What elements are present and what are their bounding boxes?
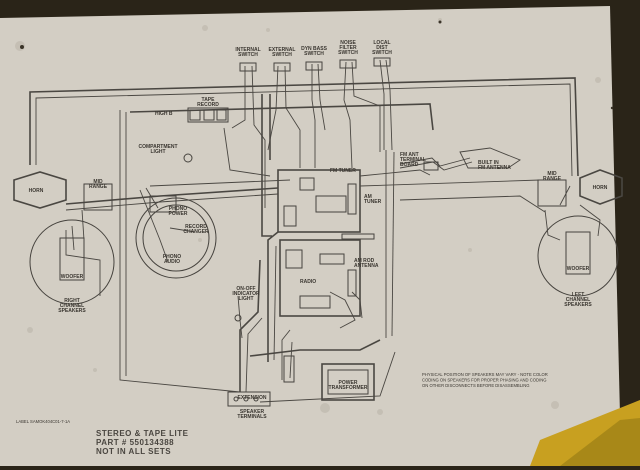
paper-stains: [15, 18, 601, 415]
horn-right-label: HORN: [593, 185, 608, 191]
extension-speaker-terminals: [227, 391, 271, 407]
on-off-indicator-lamp: [234, 314, 242, 322]
speakers: [13, 169, 623, 305]
horn-right: [579, 169, 623, 205]
noise-filter-switch: [339, 59, 357, 69]
am-rod-antenna: [341, 233, 375, 240]
external-switch: [273, 62, 291, 72]
fm-tuner-label: FM TUNER: [330, 168, 356, 174]
radio-chassis: [279, 239, 361, 317]
built-in-fm-antenna: [459, 147, 521, 169]
radio-label: RADIO: [300, 279, 316, 285]
mid-range-right: [537, 179, 567, 207]
paper-sheet: [0, 6, 620, 466]
compartment-light-bulb: [183, 153, 193, 163]
woofer-left: [29, 219, 115, 305]
dyn-bass-switch: [305, 61, 323, 71]
high-b-label: HIGH B: [155, 111, 173, 117]
local-dist-switch: [373, 57, 391, 67]
fm-ant-terminal-board: [423, 161, 439, 171]
mid-range-left: [83, 183, 113, 211]
components: [183, 107, 521, 407]
speaker-phasing-note: PHYSICAL POSITION OF SPEAKERS MAY VARY -…: [422, 372, 548, 388]
woofer-right-label: WOOFER: [567, 266, 590, 272]
power-transformer: [321, 363, 375, 401]
ink-spots: [20, 20, 614, 110]
phono-power-plug: [149, 195, 177, 213]
tape-record-block: [187, 107, 229, 123]
wire-harness: [29, 59, 601, 403]
fm-tuner-chassis: [277, 169, 361, 233]
horn-left: [13, 171, 67, 209]
woofer-left-label: WOOFER: [61, 274, 84, 280]
small-label: LABEL SAMOK404C01-7-1A: [16, 419, 70, 424]
internal-switch: [239, 62, 257, 72]
woofer-right: [537, 215, 619, 297]
power-plug: [283, 355, 295, 383]
horn-left-label: HORN: [29, 188, 44, 194]
switch-row: [239, 57, 391, 72]
